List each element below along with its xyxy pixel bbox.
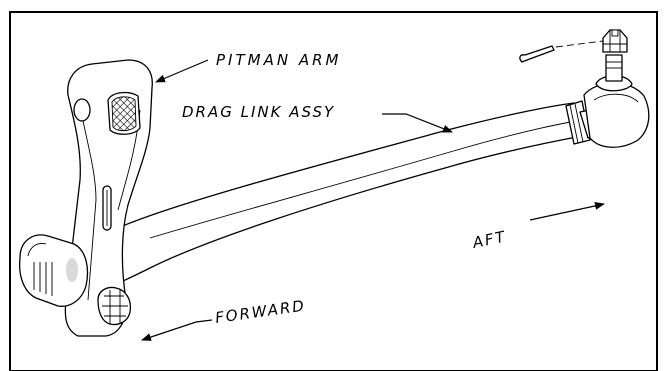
tie-rod-end bbox=[565, 29, 650, 148]
forward-arrow bbox=[141, 319, 213, 341]
drag-link-tube bbox=[117, 102, 583, 284]
cotter-pin bbox=[519, 40, 604, 63]
pitman-ball-socket bbox=[18, 234, 89, 307]
diagram-frame bbox=[9, 11, 658, 371]
drag-link-leader bbox=[382, 113, 453, 133]
aft-arrow bbox=[529, 201, 605, 221]
aft-label: AFT bbox=[470, 227, 508, 252]
pitman-arm-label: PITMAN ARM bbox=[216, 51, 341, 69]
lower-castle-nut bbox=[97, 286, 132, 326]
drag-link-label: DRAG LINK ASSY bbox=[182, 103, 335, 121]
pitman-arm-leader bbox=[155, 59, 209, 83]
forward-label: FORWARD bbox=[214, 296, 307, 327]
